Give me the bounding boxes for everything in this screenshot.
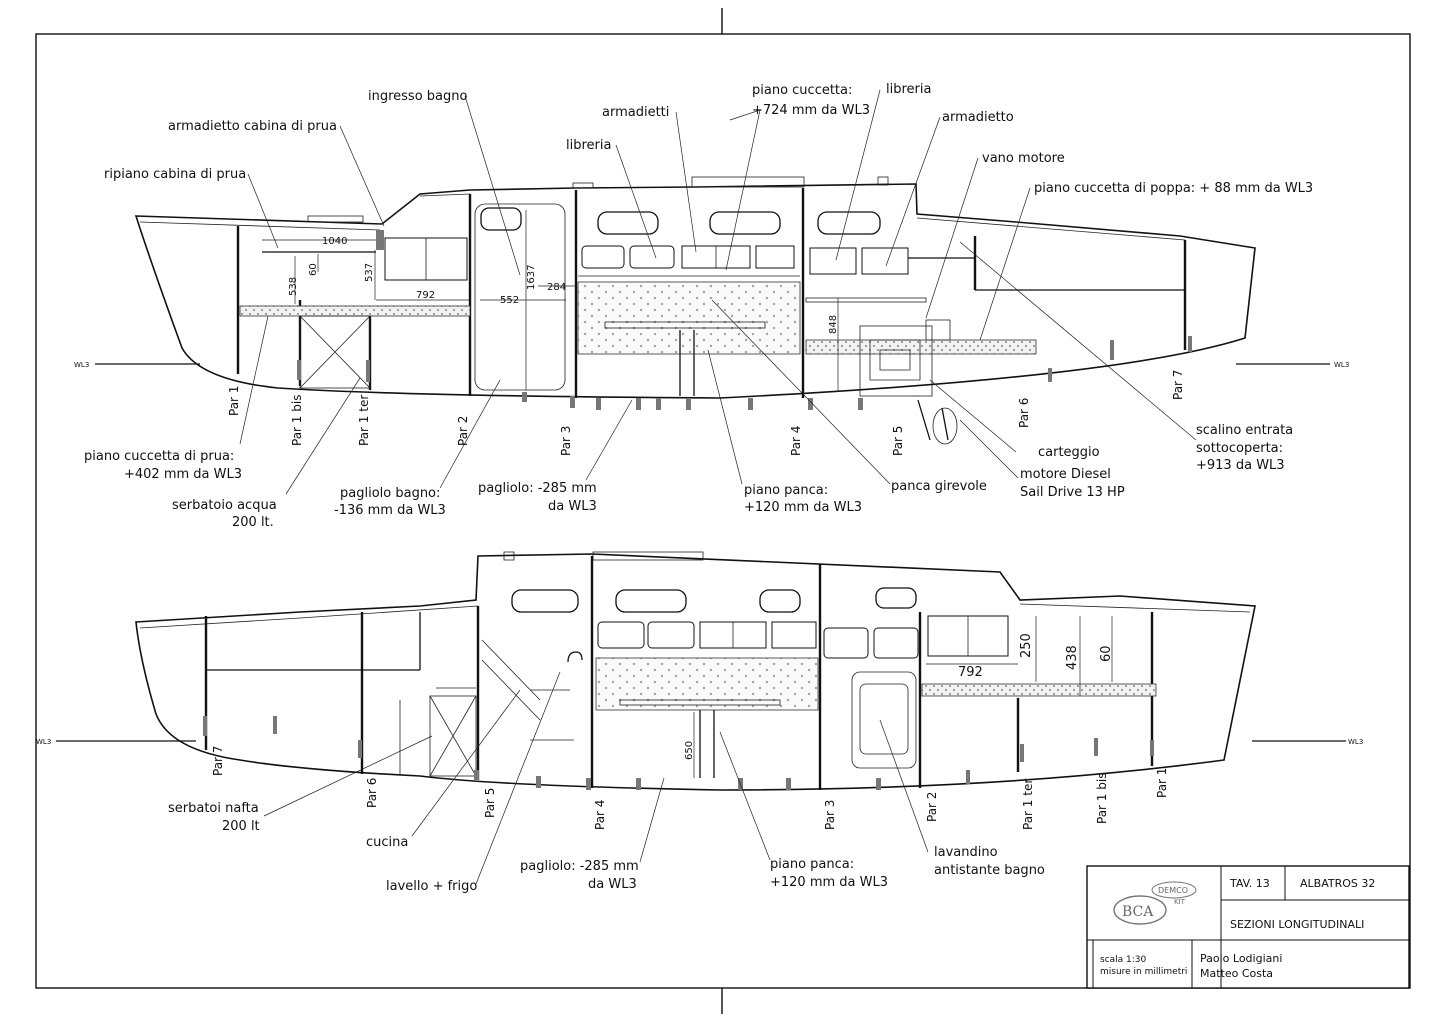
frame-par-1-ter-bottom: Par 1 ter [1021,779,1035,830]
label-sail-drive: Sail Drive 13 HP [1020,485,1125,500]
frame-par-7-bottom: Par 7 [211,746,225,776]
svg-text:DEMCO: DEMCO [1158,886,1188,895]
sheet-number: TAV. 13 [1229,877,1270,890]
frame-par-2-top: Par 2 [456,416,470,446]
label-piano-panca: piano panca: [744,483,828,498]
dim-1637: 1637 [526,265,537,290]
label-pagliolo: pagliolo: -285 mm [478,481,597,496]
model-name: ALBATROS 32 [1300,877,1375,890]
label-panca-girevole: panca girevole [891,479,987,494]
label-libreria-1: libreria [566,138,611,153]
dim-284: 284 [547,282,566,293]
bottom-section-view: WL3 WL3 [36,551,1363,894]
frame-par-1-ter-top: Par 1 ter [357,395,371,446]
label-libreria-2: libreria [886,82,931,97]
label-piano-cuccetta-prua: piano cuccetta di prua: [84,449,234,464]
label-ingresso-bagno: ingresso bagno [368,89,468,104]
hull-outline-bottom [135,553,1256,791]
units-text: misure in millimetri [1100,967,1187,977]
label-armadietto: armadietto [942,110,1014,125]
bca-demco-kit-logo: BCA DEMCO KIT [1113,881,1197,925]
author-2: Matteo Costa [1200,967,1273,980]
top-section-view: WL3 WL3 [74,82,1349,530]
frame-par-1-bis-bottom: Par 1 bis [1095,773,1109,824]
dim-438: 438 [1065,645,1080,670]
frame-par-1-bottom: Par 1 [1155,768,1169,798]
label-serbatoi-nafta: serbatoi nafta [168,801,259,816]
dim-552: 552 [500,295,519,306]
label-piano-cuccetta-prua-value: +402 mm da WL3 [124,467,242,482]
label-scalino-value: +913 da WL3 [1196,458,1285,473]
label-pagliolo-bottom: pagliolo: -285 mm [520,859,639,874]
frame-par-6-bottom: Par 6 [365,778,379,808]
scale-text: scala 1:30 [1100,955,1147,965]
label-vano-motore: vano motore [982,151,1065,166]
frame-par-7-top: Par 7 [1171,370,1185,400]
frame-par-3-top: Par 3 [559,426,573,456]
label-lavello-frigo: lavello + frigo [386,879,477,894]
label-piano-panca-bottom: piano panca: [770,857,854,872]
svg-text:BCA: BCA [1122,904,1154,920]
frame-par-2-bottom: Par 2 [925,792,939,822]
frame-par-1-top: Par 1 [227,386,241,416]
label-serbatoio-acqua: serbatoio acqua [172,498,277,513]
dim-538: 538 [288,277,299,296]
label-piano-cuccetta-value: +724 mm da WL3 [752,103,870,118]
label-serbatoio-acqua-value: 200 lt. [232,515,274,530]
waterline-label-left-2: WL3 [36,738,51,746]
label-pagliolo-value: da WL3 [548,499,597,514]
waterline-label-left: WL3 [74,361,89,369]
label-lavandino: lavandino [934,845,998,860]
frame-par-1-bis-top: Par 1 bis [290,395,304,446]
label-cucina: cucina [366,835,408,850]
dim-60: 60 [308,263,319,276]
frame-par-4-top: Par 4 [789,426,803,456]
label-pagliolo-bagno: pagliolo bagno: [340,486,440,501]
sheet-border [35,33,1411,989]
label-sottocoperta: sottocoperta: [1196,441,1283,456]
dim-537: 537 [364,263,375,282]
frame-par-5-top: Par 5 [891,426,905,456]
label-serbatoi-nafta-value: 200 lt [222,819,260,834]
label-antistante-bagno: antistante bagno [934,863,1045,878]
waterline-label-right: WL3 [1334,361,1349,369]
dim-792-bottom: 792 [958,665,983,680]
svg-text:KIT: KIT [1174,898,1186,906]
label-ripiano-cabina-prua: ripiano cabina di prua [104,167,246,182]
label-carteggio: carteggio [1038,445,1100,460]
waterline-label-right-2: WL3 [1348,738,1363,746]
label-piano-cuccetta-poppa: piano cuccetta di poppa: + 88 mm da WL3 [1034,181,1313,196]
label-motore-diesel: motore Diesel [1020,467,1111,482]
hull-outline-top [134,183,1256,399]
title-block: BCA DEMCO KIT TAV. 13 ALBATROS 32 SEZION… [1086,865,1410,989]
label-armadietto-cabina-prua: armadietto cabina di prua [168,119,337,134]
label-piano-panca-bottom-value: +120 mm da WL3 [770,875,888,890]
frame-par-5-bottom: Par 5 [483,788,497,818]
dim-650: 650 [684,741,695,760]
drawing-subject: SEZIONI LONGITUDINALI [1230,918,1364,931]
dim-60-bottom: 60 [1099,645,1114,662]
frame-par-3-bottom: Par 3 [823,800,837,830]
dim-250: 250 [1019,633,1034,658]
label-piano-cuccetta: piano cuccetta: [752,83,852,98]
dim-1040: 1040 [322,236,347,247]
label-scalino-entrata: scalino entrata [1196,423,1293,438]
label-pagliolo-bagno-value: -136 mm da WL3 [334,503,446,518]
label-armadietti: armadietti [602,105,669,120]
label-pagliolo-bottom-value: da WL3 [588,877,637,892]
dim-792-top: 792 [416,290,435,301]
dim-848: 848 [828,315,839,334]
frame-par-4-bottom: Par 4 [593,800,607,830]
frame-par-6-top: Par 6 [1017,398,1031,428]
author-1: Paolo Lodigiani [1200,952,1282,965]
label-piano-panca-value: +120 mm da WL3 [744,500,862,515]
